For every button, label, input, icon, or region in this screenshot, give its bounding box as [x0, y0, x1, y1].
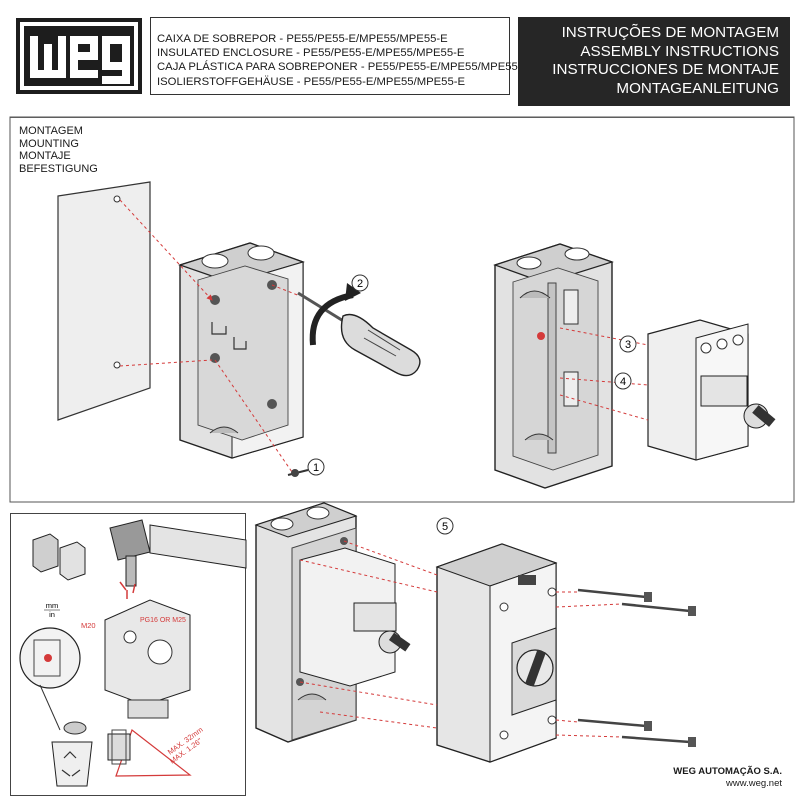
- mounting-label-de: BEFESTIGUNG: [19, 162, 98, 175]
- hammer-icon: [109, 519, 151, 599]
- mounting-panel-frame: [9, 116, 795, 503]
- footer-company: WEG AUTOMAÇÃO S.A.: [673, 766, 782, 777]
- mounting-labels: MONTAGEM MOUNTING MONTAJE BEFESTIGUNG: [19, 125, 98, 175]
- step-3-badge: [619, 335, 637, 353]
- product-line-de: ISOLIERSTOFFGEHÄUSE - PE55/PE55-E/MPE55/…: [157, 75, 466, 88]
- step-5-badge: [436, 517, 454, 535]
- step-2-badge: [351, 274, 369, 292]
- pg16-m25-label: PG16 OR M25: [140, 617, 186, 624]
- knockout-blocks: [32, 533, 86, 581]
- title-line-en: ASSEMBLY INSTRUCTIONS: [580, 42, 779, 60]
- mounting-label-es: MONTAJE: [19, 150, 71, 163]
- enclosure-with-rail: [493, 243, 614, 489]
- weg-logo: [16, 18, 142, 94]
- box-corner-detail: [104, 524, 247, 719]
- step-1-label: 1: [313, 462, 319, 474]
- step-3-label: 3: [625, 339, 631, 351]
- enclosure-with-switch-step5: [254, 502, 411, 743]
- title-line-es: INSTRUCCIONES DE MONTAJE: [552, 61, 779, 79]
- mounting-label-pt: MONTAGEM: [19, 125, 83, 137]
- unit-mm-label: mm: [46, 601, 59, 610]
- mounting-label-en: MOUNTING: [19, 137, 79, 150]
- enclosure-cover: [435, 543, 558, 763]
- step-4-badge: [614, 372, 632, 390]
- document-title-box: INSTRUÇÕES DE MONTAGEM ASSEMBLY INSTRUCT…: [518, 17, 790, 106]
- magnifier-detail: [19, 627, 87, 735]
- m20-label: M20: [81, 621, 96, 630]
- title-line-pt: INSTRUÇÕES DE MONTAGEM: [561, 24, 779, 41]
- motor-protector-step3: [647, 319, 776, 461]
- screw-step1: [287, 469, 309, 477]
- title-line-de: MONTAGEANLEITUNG: [616, 79, 779, 97]
- cover-screws: [577, 588, 696, 747]
- step-4-label: 4: [620, 376, 626, 388]
- screwdriver: [297, 283, 421, 377]
- footer-url: www.weg.net: [726, 778, 782, 789]
- open-enclosure-step1: [178, 242, 305, 459]
- recycle-bin-icon: [51, 741, 93, 787]
- product-line-es: CAJA PLÁSTICA PARA SOBREPONER - PE55/PE5…: [157, 61, 530, 74]
- cable-gland-icon: [107, 729, 192, 777]
- step-2-label: 2: [357, 278, 363, 290]
- wall-plate: [57, 181, 151, 421]
- cable-entry-detail-panel: [10, 513, 246, 796]
- product-line-pt: CAIXA DE SOBREPOR - PE55/PE55-E/MPE55/MP…: [157, 33, 448, 45]
- footer: WEG AUTOMAÇÃO S.A. www.weg.net: [673, 766, 782, 790]
- product-line-en: INSULATED ENCLOSURE - PE55/PE55-E/MPE55/…: [157, 47, 465, 60]
- step-1-badge: [307, 458, 325, 476]
- unit-in-label: in: [49, 610, 55, 619]
- step-5-label: 5: [442, 521, 448, 533]
- product-title-box: CAIXA DE SOBREPOR - PE55/PE55-E/MPE55/MP…: [150, 17, 530, 95]
